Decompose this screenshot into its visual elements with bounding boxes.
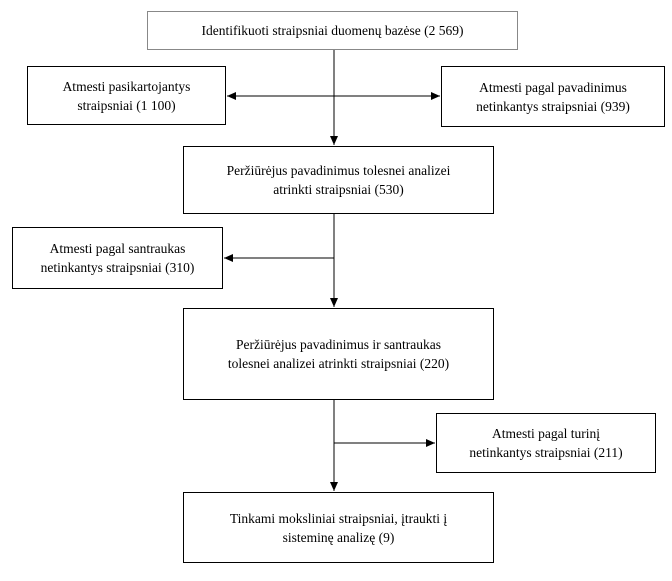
title-rejected-box: Atmesti pagal pavadinimus netinkantys st… <box>441 66 665 127</box>
included-articles-box: Tinkami moksliniai straipsniai, įtraukti… <box>183 492 494 563</box>
title-selected-line-1: Peržiūrėjus pavadinimus tolesnei analize… <box>226 163 451 178</box>
abstract-rejected-line-2: netinkantys straipsniai (310) <box>40 260 195 275</box>
abstract-selected-line-2: tolesnei analizei atrinkti straipsniai (… <box>227 356 450 371</box>
duplicates-rejected-box: Atmesti pasikartojantys straipsniai (1 1… <box>27 66 226 125</box>
duplicates-line-1: Atmesti pasikartojantys <box>62 78 191 94</box>
content-rejected-line-1: Atmesti pagal turinį <box>492 426 600 441</box>
title-selected-line-2: atrinkti straipsniai (530) <box>273 182 404 197</box>
abstract-selected-line-1: Peržiūrėjus pavadinimus ir santraukas <box>235 337 442 352</box>
identified-line-1: Identifikuoti straipsniai duomenų bazėse… <box>201 23 464 38</box>
title-rejected-line-2: netinkantys straipsniai (939) <box>476 98 630 114</box>
abstract-rejected-box: Atmesti pagal santraukas netinkantys str… <box>12 227 223 289</box>
abstract-selected-box: Peržiūrėjus pavadinimus ir santraukas to… <box>183 308 494 400</box>
abstract-rejected-line-1: Atmesti pagal santraukas <box>49 241 186 256</box>
included-line-2: sisteminę analizę (9) <box>282 529 395 545</box>
identified-articles-box: Identifikuoti straipsniai duomenų bazėse… <box>147 11 518 50</box>
title-selected-box: Peržiūrėjus pavadinimus tolesnei analize… <box>183 146 494 214</box>
duplicates-line-2: straipsniai (1 100) <box>77 97 176 113</box>
title-rejected-line-1: Atmesti pagal pavadinimus <box>479 79 627 95</box>
content-rejected-box: Atmesti pagal turinį netinkantys straips… <box>436 413 656 473</box>
included-line-1: Tinkami moksliniai straipsniai, įtraukti… <box>229 510 448 526</box>
content-rejected-line-2: netinkantys straipsniai (211) <box>469 445 623 460</box>
